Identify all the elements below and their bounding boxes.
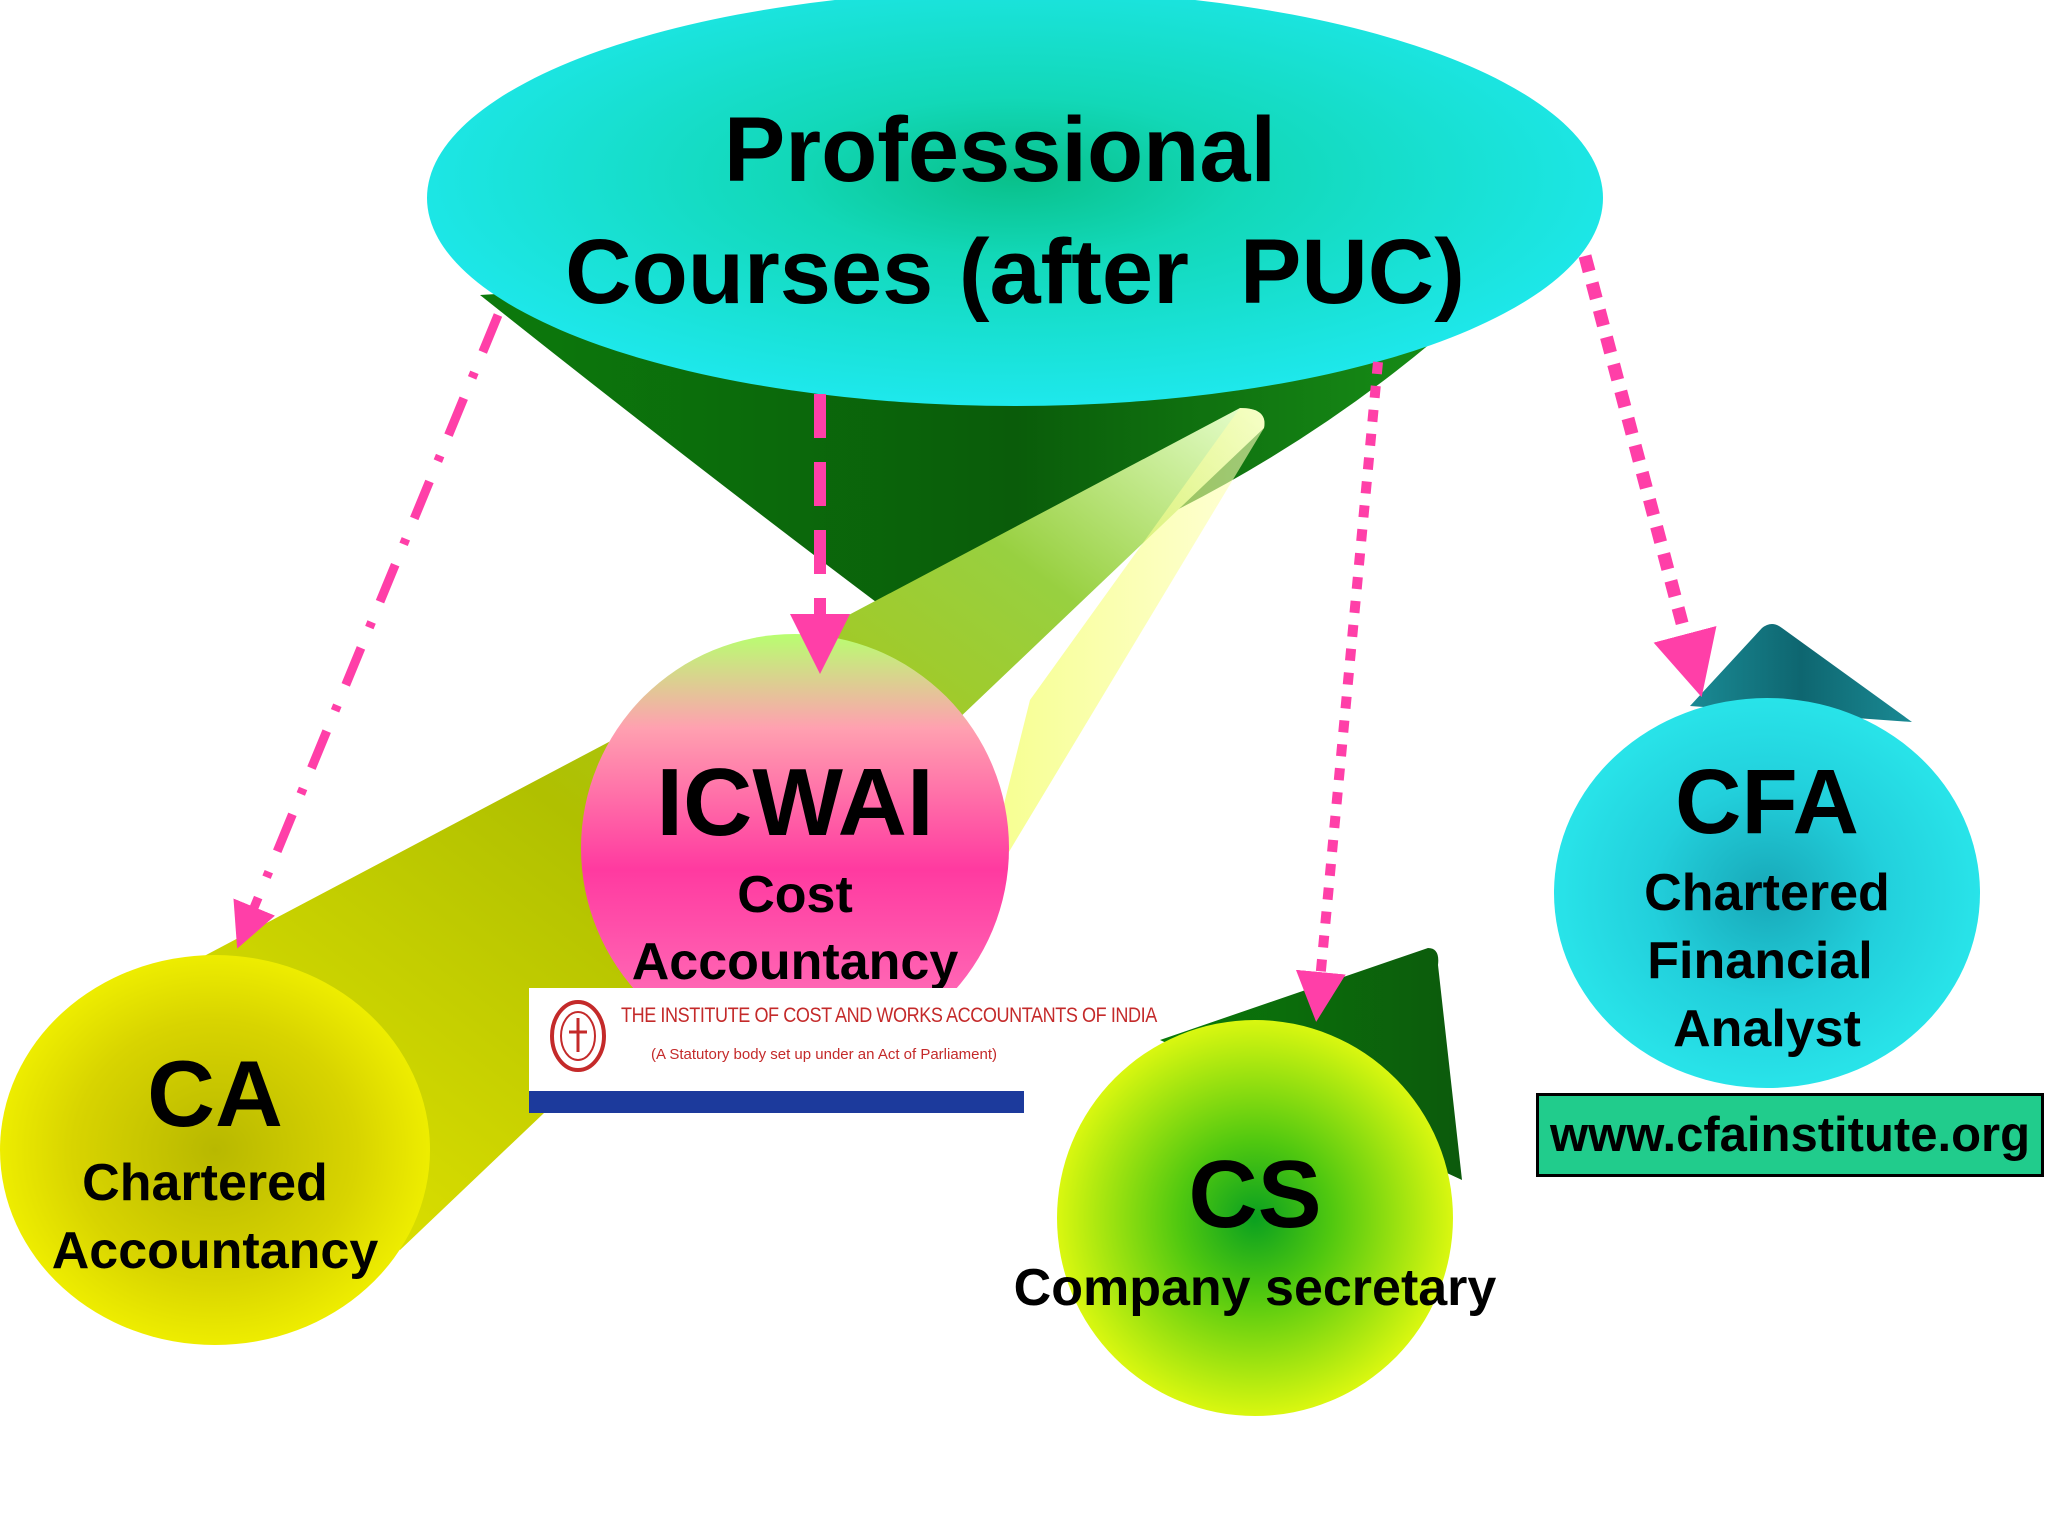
icwai-abbr: ICWAI: [656, 749, 934, 856]
icwai-logo: THE INSTITUTE OF COST AND WORKS ACCOUNTA…: [529, 988, 1157, 1113]
ca-line2: Accountancy: [51, 1222, 379, 1280]
cs-abbr: CS: [1188, 1141, 1322, 1248]
icwai-institute-name: THE INSTITUTE OF COST AND WORKS ACCOUNTA…: [621, 1004, 1157, 1027]
ca-line1: Chartered: [82, 1154, 328, 1212]
cfa-abbr: CFA: [1675, 751, 1859, 853]
icwai-logo-bar: [529, 1091, 1024, 1113]
cfa-sphere: [1554, 698, 1980, 1088]
central-ellipse: [427, 0, 1603, 406]
cs-sphere: [1057, 1020, 1453, 1416]
cs-line1: Company secretary: [1013, 1259, 1497, 1317]
title-line1: Professional: [723, 99, 1277, 201]
ca-cone-side: [980, 408, 1265, 900]
icwai-institute-subtitle: (A Statutory body set up under an Act of…: [651, 1046, 998, 1063]
icwai-sphere: [581, 634, 1009, 1062]
arrow-to-cfa: [1578, 254, 1717, 698]
ca-abbr: CA: [147, 1041, 283, 1146]
icwai-line1: Cost: [737, 866, 853, 924]
title-line2: Courses (after PUC): [565, 221, 1465, 323]
arrow-to-cs: [1295, 361, 1383, 1022]
cfa-line3: Analyst: [1673, 1000, 1861, 1058]
cfa-url-box: www.cfainstitute.org: [1536, 1093, 2044, 1177]
icwai-seal-icon: [550, 1000, 606, 1072]
cfa-line1: Chartered: [1644, 864, 1890, 922]
cfa-cone: [1690, 624, 1912, 722]
icwai-line2: Accountancy: [631, 933, 959, 991]
ca-sphere: [0, 955, 430, 1345]
arrow-to-ca: [233, 313, 503, 949]
cfa-line2: Financial: [1647, 932, 1873, 990]
